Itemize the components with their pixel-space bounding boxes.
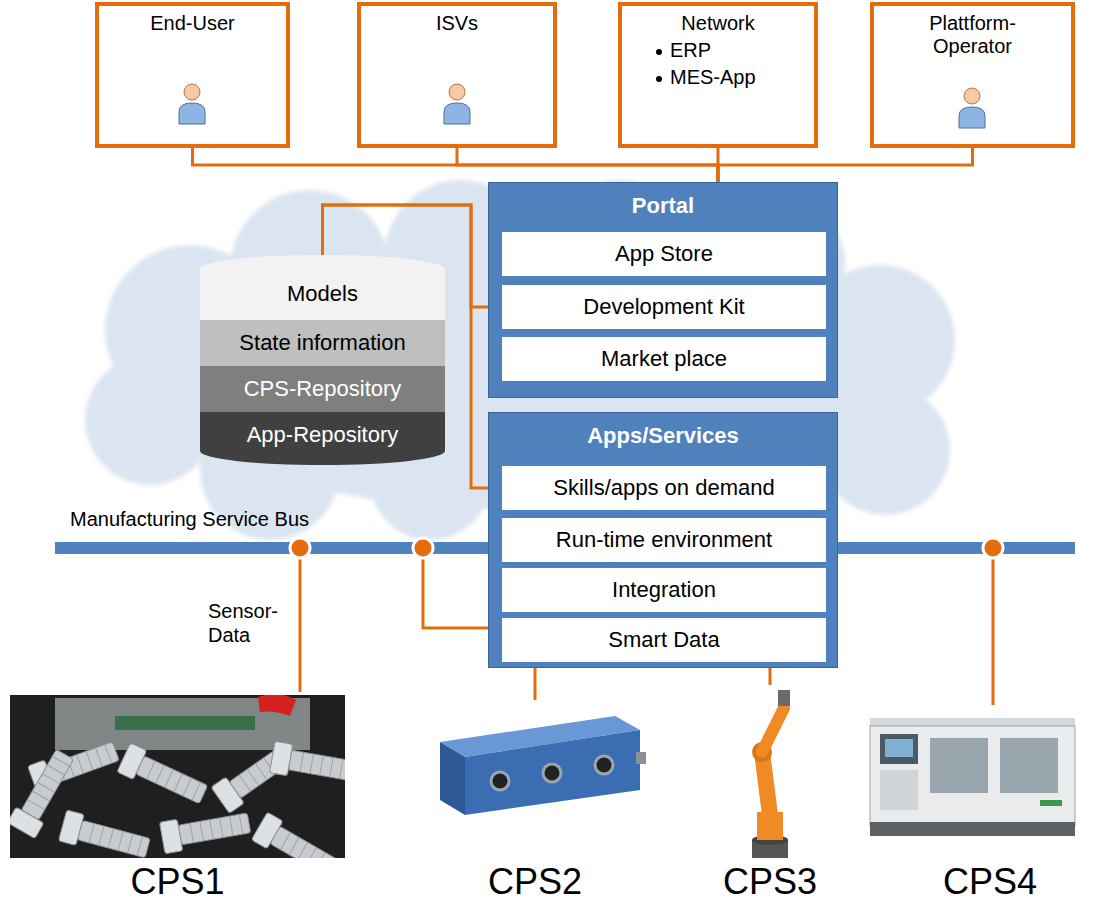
box-label: ISVs	[361, 12, 553, 35]
person-icon	[444, 84, 470, 124]
sensor-tag	[258, 695, 296, 716]
machine-base	[870, 822, 1075, 836]
item-label: Smart Data	[608, 627, 719, 653]
service-item: Run-time environment	[501, 517, 827, 563]
services-panel: Apps/ServicesSkills/apps on demandRun-ti…	[488, 412, 838, 668]
device-label: CPS3	[723, 862, 817, 902]
machine-screen	[885, 739, 913, 757]
cloud	[85, 180, 955, 540]
bin-photo	[10, 695, 345, 858]
box-label: MES-App	[622, 66, 814, 89]
repository-layer: Models	[200, 255, 445, 320]
stakeholder-box: NetworkERP MES-App	[618, 2, 818, 148]
camera-lens	[491, 772, 509, 790]
edge-label: Sensor-Data	[208, 599, 288, 647]
item-label: Integration	[612, 577, 716, 603]
machine-window	[930, 738, 988, 793]
repository-layer: CPS-Repository	[200, 366, 445, 412]
person-icon	[959, 88, 985, 128]
service-item: Integration	[501, 567, 827, 613]
stakeholder-box: ISVs	[357, 2, 557, 148]
panel-heading: Apps/Services	[489, 413, 837, 459]
camera-plug	[636, 752, 646, 764]
connector-line	[299, 554, 302, 692]
machine-illustration	[870, 718, 1075, 836]
robot-illustration	[752, 690, 790, 858]
portal-item: Market place	[501, 336, 827, 382]
stakeholder-box: End-User	[95, 2, 290, 148]
bus-label: Manufacturing Service Bus	[70, 508, 309, 531]
cps-device: CPS4	[895, 705, 1085, 902]
bolt	[58, 810, 151, 858]
camera-lens	[543, 764, 561, 782]
machine-keys	[880, 770, 918, 810]
cps-device: CPS1	[10, 692, 345, 902]
cps-device: CPS2	[430, 700, 640, 902]
bolt	[159, 807, 251, 854]
bolt	[269, 741, 345, 788]
portal-panel: PortalApp StoreDevelopment KitMarket pla…	[488, 182, 838, 398]
bullet-dot	[656, 49, 662, 55]
bus-tap	[983, 538, 1003, 558]
bolt	[10, 746, 79, 838]
machine-logo	[1040, 800, 1062, 806]
item-label: Development Kit	[583, 294, 744, 320]
connector-line	[423, 554, 488, 628]
robot-arm	[762, 708, 784, 752]
bolt	[251, 812, 343, 858]
bus-tap	[413, 538, 433, 558]
item-label: Market place	[601, 346, 727, 372]
device-label: CPS4	[943, 862, 1037, 902]
item-label: Skills/apps on demand	[553, 475, 774, 501]
device-label: CPS1	[130, 862, 224, 902]
panel-heading: Portal	[489, 183, 837, 229]
bolt	[117, 743, 210, 809]
item-label: Run-time environment	[556, 527, 772, 553]
service-item: Skills/apps on demand	[501, 465, 827, 511]
person-icon	[179, 84, 205, 124]
camera-illustration	[440, 716, 646, 815]
connector-line	[457, 148, 718, 182]
connector-line	[992, 554, 995, 705]
service-item: Smart Data	[501, 617, 827, 663]
camera-lens	[595, 756, 613, 774]
camera-front	[465, 730, 640, 815]
item-label: App Store	[615, 241, 713, 267]
layer-label: Models	[287, 281, 358, 307]
camera-side	[440, 742, 465, 815]
cps-device: CPS3	[715, 685, 825, 902]
machine-panel	[880, 734, 918, 764]
machine-body	[870, 726, 1075, 826]
bullet-dot	[656, 76, 662, 82]
connector-line	[193, 148, 719, 182]
person-icons	[179, 84, 985, 128]
device-label: CPS2	[488, 862, 582, 902]
connector-line	[769, 668, 772, 685]
bus-tap	[290, 538, 310, 558]
portal-item: App Store	[501, 231, 827, 277]
portal-item: Development Kit	[501, 284, 827, 330]
layer-label: App-Repository	[247, 422, 399, 448]
connector-line	[534, 668, 537, 700]
box-label: Plattform-Operator	[898, 12, 1048, 58]
robot-wrist	[778, 690, 790, 706]
repository-layer: State information	[200, 320, 445, 366]
box-label: Network	[622, 12, 814, 35]
stakeholder-box: Plattform-Operator	[870, 2, 1075, 148]
box-label: ERP	[622, 39, 814, 62]
connector-line	[718, 148, 973, 182]
repository-layer: App-Repository	[200, 412, 445, 465]
machine-window	[1000, 738, 1058, 793]
layer-label: State information	[239, 330, 405, 356]
sensor-board	[115, 716, 255, 730]
layer-label: CPS-Repository	[244, 376, 402, 402]
box-label: End-User	[99, 12, 286, 35]
